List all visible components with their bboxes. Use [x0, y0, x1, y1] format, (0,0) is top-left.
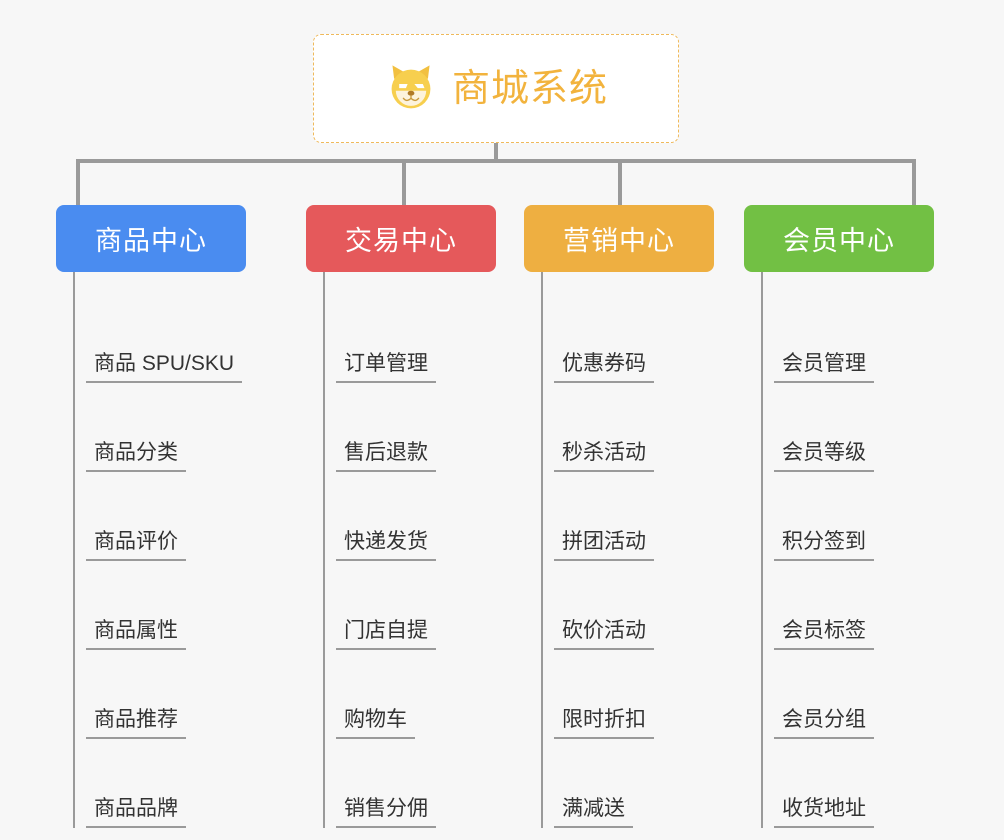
leaf-item[interactable]: 秒杀活动 [542, 383, 714, 472]
leaf-item-label: 限时折扣 [554, 708, 654, 739]
leaf-item-label: 会员等级 [774, 441, 874, 472]
leaf-item-label: 商品属性 [86, 619, 186, 650]
leaf-item[interactable]: 商品分类 [74, 383, 246, 472]
category-box-4[interactable]: 会员中心 [744, 205, 934, 272]
category-label: 会员中心 [783, 226, 895, 256]
leaf-item[interactable]: 商品推荐 [74, 650, 246, 739]
leaf-item-label: 会员分组 [774, 708, 874, 739]
leaf-item[interactable]: 会员标签 [762, 561, 934, 650]
leaf-item-label: 拼团活动 [554, 530, 654, 561]
root-node[interactable]: 商城系统 [313, 34, 679, 143]
category-box-1[interactable]: 商品中心 [56, 205, 246, 272]
leaf-item-label: 商品品牌 [86, 797, 186, 828]
root-title: 商城系统 [451, 67, 608, 110]
leaf-item[interactable]: 积分签到 [762, 472, 934, 561]
leaf-item[interactable]: 商品品牌 [74, 739, 246, 828]
category-column-3: 营销中心优惠券码秒杀活动拼团活动砍价活动限时折扣满减送 [524, 205, 714, 828]
leaf-item-label: 购物车 [336, 708, 415, 739]
leaf-item-label: 订单管理 [336, 352, 436, 383]
category-column-1: 商品中心商品 SPU/SKU 商品分类商品评价商品属性商品推荐商品品牌 [56, 205, 246, 828]
leaf-item-label: 售后退款 [336, 441, 436, 472]
leaf-list: 订单管理售后退款快递发货门店自提购物车销售分佣 [306, 272, 496, 828]
leaf-list: 优惠券码秒杀活动拼团活动砍价活动限时折扣满减送 [524, 272, 714, 828]
vertical-spine-line [323, 272, 325, 828]
leaf-item-label: 满减送 [554, 797, 633, 828]
category-label: 营销中心 [563, 226, 675, 256]
leaf-item[interactable]: 商品属性 [74, 561, 246, 650]
leaf-item[interactable]: 快递发货 [324, 472, 496, 561]
leaf-item[interactable]: 会员管理 [762, 294, 934, 383]
shiba-dog-face-icon [384, 62, 438, 116]
leaf-item[interactable]: 门店自提 [324, 561, 496, 650]
leaf-item-label: 秒杀活动 [554, 441, 654, 472]
leaf-item[interactable]: 收货地址 [762, 739, 934, 828]
leaf-list: 商品 SPU/SKU 商品分类商品评价商品属性商品推荐商品品牌 [56, 272, 246, 828]
leaf-item-label: 门店自提 [336, 619, 436, 650]
leaf-item-label: 收货地址 [774, 797, 874, 828]
leaf-item[interactable]: 商品 SPU/SKU [74, 294, 246, 383]
leaf-item[interactable]: 砍价活动 [542, 561, 714, 650]
leaf-item[interactable]: 会员等级 [762, 383, 934, 472]
leaf-item-label: 商品 SPU/SKU [86, 352, 243, 383]
leaf-item[interactable]: 订单管理 [324, 294, 496, 383]
leaf-item[interactable]: 拼团活动 [542, 472, 714, 561]
leaf-item-label: 商品推荐 [86, 708, 186, 739]
leaf-item[interactable]: 会员分组 [762, 650, 934, 739]
leaf-item-label: 砍价活动 [554, 619, 654, 650]
leaf-item[interactable]: 满减送 [542, 739, 714, 828]
leaf-item-label: 会员标签 [774, 619, 874, 650]
leaf-item[interactable]: 优惠券码 [542, 294, 714, 383]
category-label: 交易中心 [345, 226, 457, 256]
leaf-item-label: 商品评价 [86, 530, 186, 561]
leaf-item[interactable]: 商品评价 [74, 472, 246, 561]
leaf-item-label: 快递发货 [336, 530, 436, 561]
category-box-3[interactable]: 营销中心 [524, 205, 714, 272]
category-column-2: 交易中心订单管理售后退款快递发货门店自提购物车销售分佣 [306, 205, 496, 828]
vertical-spine-line [73, 272, 75, 828]
leaf-item[interactable]: 购物车 [324, 650, 496, 739]
leaf-item-label: 优惠券码 [554, 352, 654, 383]
vertical-spine-line [541, 272, 543, 828]
leaf-item[interactable]: 售后退款 [324, 383, 496, 472]
category-label: 商品中心 [95, 226, 207, 256]
leaf-item-label: 积分签到 [774, 530, 874, 561]
leaf-item[interactable]: 限时折扣 [542, 650, 714, 739]
leaf-list: 会员管理会员等级积分签到会员标签会员分组收货地址 [744, 272, 934, 828]
category-column-4: 会员中心会员管理会员等级积分签到会员标签会员分组收货地址 [744, 205, 934, 828]
leaf-item[interactable]: 销售分佣 [324, 739, 496, 828]
leaf-item-label: 销售分佣 [336, 797, 436, 828]
category-box-2[interactable]: 交易中心 [306, 205, 496, 272]
leaf-item-label: 商品分类 [86, 441, 186, 472]
leaf-item-label: 会员管理 [774, 352, 874, 383]
vertical-spine-line [761, 272, 763, 828]
